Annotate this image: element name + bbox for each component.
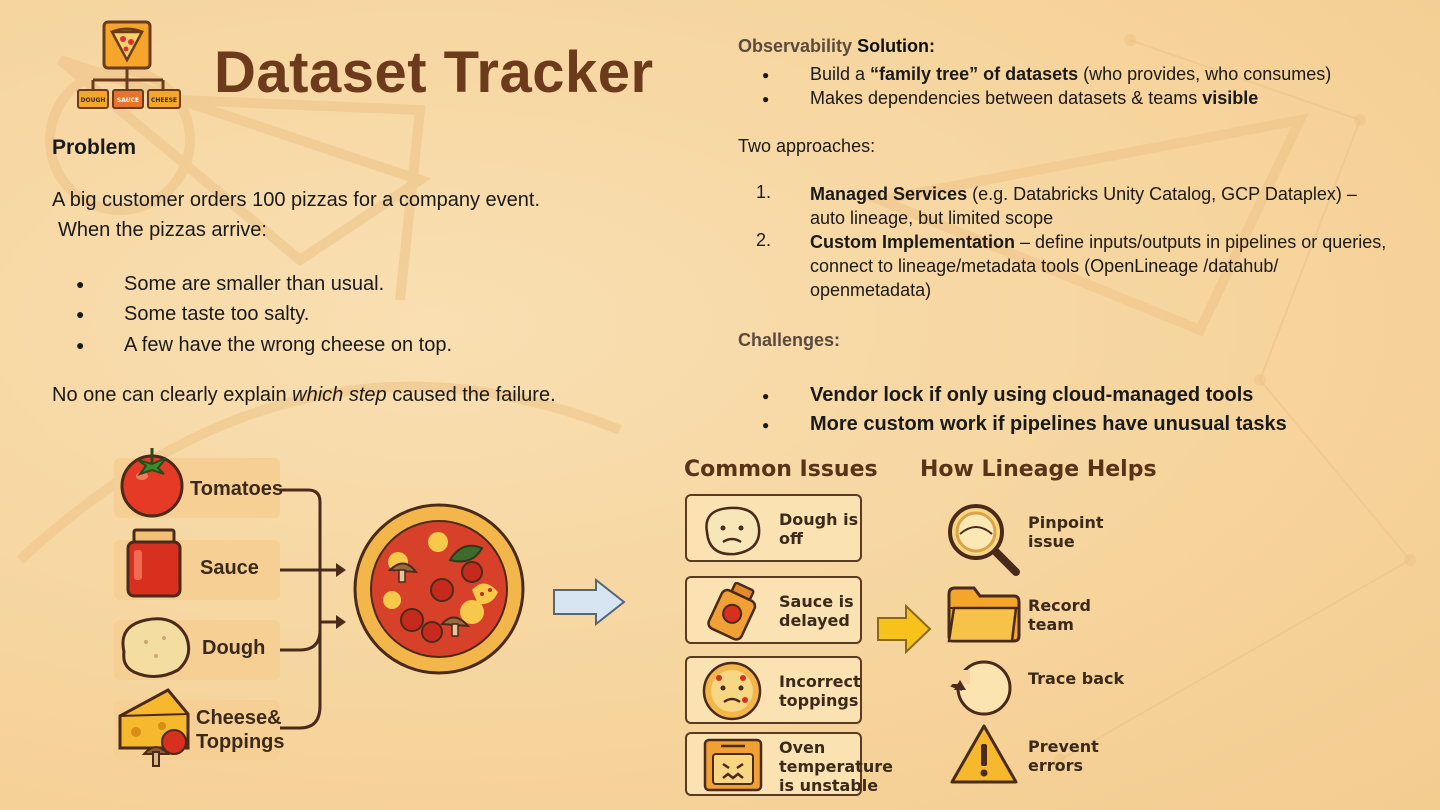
solution-heading-prefix: Observability	[738, 36, 858, 56]
sauce-jar-icon	[126, 528, 182, 598]
solution-bullet-1: Build a “family tree” of datasets (who p…	[810, 63, 1331, 85]
issue-label-sauce: Sauce is delayed	[779, 592, 854, 630]
problem-heading: Problem	[52, 136, 137, 159]
arrow-right-icon	[553, 578, 626, 626]
solution-bullet-1-post: (who provides, who consumes)	[1078, 64, 1332, 84]
folder-icon	[947, 586, 1021, 643]
help-label-trace: Trace back	[1028, 669, 1125, 688]
issue-label-toppings: Incorrect toppings	[779, 672, 861, 710]
approach-1-bold: Managed Services	[810, 184, 968, 204]
sad-dough-icon	[705, 506, 761, 556]
ingredient-connectors	[280, 488, 346, 730]
issue-card-sauce: Sauce is delayed	[685, 576, 862, 644]
ingredient-label-sauce: Sauce	[200, 557, 259, 579]
approach-number-2: 2.	[756, 230, 772, 250]
problem-paragraph-1: A big customer orders 100 pizzas for a c…	[52, 189, 541, 211]
bullet-dot: ●	[762, 389, 770, 403]
solution-heading: Observability Solution:	[738, 36, 935, 57]
pizza-face-icon	[702, 661, 762, 721]
pizza-icon	[353, 503, 525, 675]
challenges-heading: Challenges:	[738, 330, 841, 350]
approach-2-text: Custom Implementation – define inputs/ou…	[810, 230, 1390, 302]
solution-bullet-1-pre: Build a	[810, 64, 871, 84]
solution-bullet-2-pre: Makes dependencies between datasets & te…	[810, 88, 1203, 108]
challenge-item-2: More custom work if pipelines have unusu…	[810, 413, 1287, 435]
cheese-icon	[118, 688, 190, 767]
approach-2-rest: – define inputs/outputs in pipelines or …	[810, 232, 1387, 300]
problem-paragraph-2: When the pizzas arrive:	[58, 219, 267, 241]
sauce-bottle-icon	[707, 582, 757, 641]
bullet-dot: ●	[762, 92, 770, 106]
approach-1-rest: (e.g. Databricks Unity Catalog, GCP Data…	[810, 184, 1357, 228]
approaches-label: Two approaches:	[738, 136, 876, 156]
approach-2-bold: Custom Implementation	[810, 232, 1016, 252]
bullet-dot: ●	[76, 306, 85, 322]
magnifier-icon	[948, 504, 1020, 576]
lineage-helps-title: How Lineage Helps	[920, 457, 1157, 482]
trace-back-icon	[950, 660, 1012, 716]
solution-heading-suffix: Solution:	[857, 36, 936, 56]
dough-icon	[121, 617, 191, 678]
problem-bullet-2: Some taste too salty.	[124, 303, 310, 325]
bullet-dot: ●	[762, 418, 770, 432]
ingredient-label-tomatoes: Tomatoes	[190, 478, 283, 500]
approach-1-text: Managed Services (e.g. Databricks Unity …	[810, 182, 1390, 230]
issue-card-dough: Dough is off	[685, 494, 862, 562]
arrow-right-yellow-icon	[877, 604, 932, 654]
logo-label-dough: DOUGH	[81, 97, 106, 104]
issue-label-oven: Oven temperature is unstable	[779, 738, 893, 795]
conclusion-text-b: caused the failure.	[386, 384, 556, 406]
problem-conclusion: No one can clearly explain which step ca…	[52, 383, 556, 407]
logo-label-sauce: SAUCE	[117, 97, 139, 104]
conclusion-emphasis: which step	[292, 384, 387, 406]
issue-card-oven: Oven temperature is unstable	[685, 732, 893, 796]
oven-icon	[703, 738, 763, 792]
problem-bullet-3: A few have the wrong cheese on top.	[124, 334, 452, 356]
issue-label-dough: Dough is off	[779, 510, 859, 548]
pizza-tree-logo-icon: DOUGH SAUCE CHEESE	[77, 20, 181, 109]
help-label-prevent: Prevent errors	[1028, 737, 1099, 775]
help-label-record: Record team	[1028, 596, 1091, 634]
logo-label-cheese: CHEESE	[151, 97, 177, 104]
solution-bullet-2: Makes dependencies between datasets & te…	[810, 87, 1258, 109]
solution-bullet-1-bold: “family tree” of datasets	[870, 64, 1079, 84]
bullet-dot: ●	[762, 68, 770, 82]
bullet-dot: ●	[76, 276, 85, 292]
bullet-dot: ●	[76, 337, 85, 353]
issue-card-toppings: Incorrect toppings	[685, 656, 862, 724]
tomato-icon	[120, 448, 184, 518]
common-issues-title: Common Issues	[684, 457, 878, 482]
ingredient-label-cheese-toppings: Cheese& Toppings	[196, 707, 285, 753]
challenge-item-1: Vendor lock if only using cloud-managed …	[810, 384, 1254, 406]
approach-number-1: 1.	[756, 182, 772, 202]
solution-bullet-2-bold: visible	[1202, 88, 1259, 108]
page-title: Dataset Tracker	[214, 40, 654, 105]
ingredient-label-dough: Dough	[202, 637, 266, 659]
problem-bullet-1: Some are smaller than usual.	[124, 273, 385, 295]
warning-icon	[950, 724, 1018, 784]
conclusion-text-a: No one can clearly explain	[52, 384, 293, 406]
help-label-pinpoint: Pinpoint issue	[1028, 513, 1104, 551]
